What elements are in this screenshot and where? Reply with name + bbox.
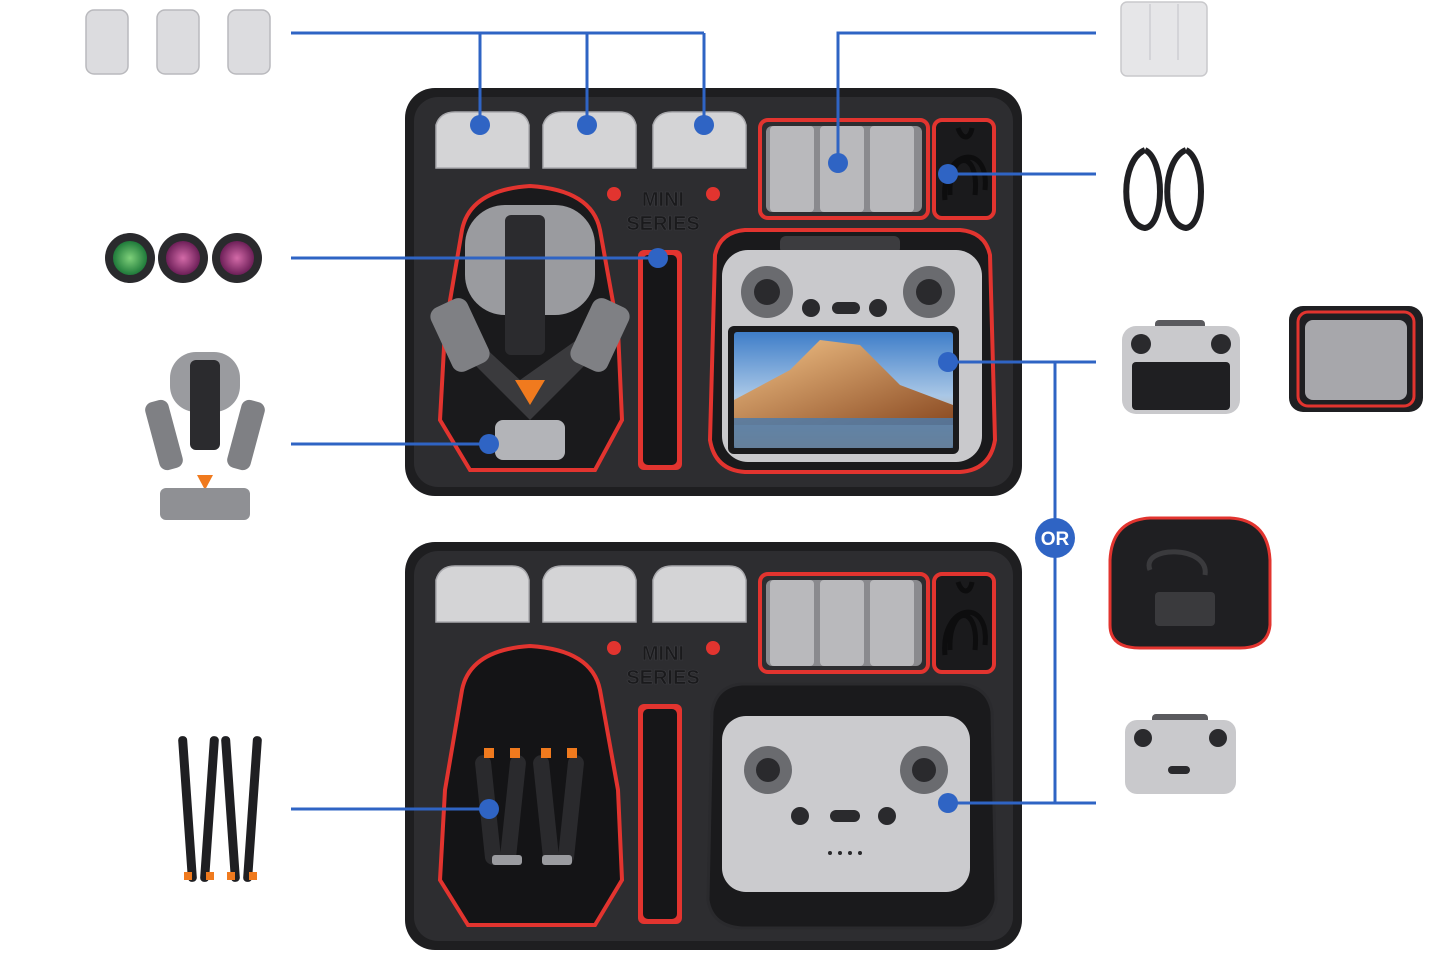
standalone-drone <box>145 352 265 520</box>
red-dot <box>607 641 621 655</box>
callout-dot <box>938 164 958 184</box>
case-battery <box>435 565 530 623</box>
standalone-shoulder-bag <box>1108 516 1272 650</box>
callout-dot <box>470 115 490 135</box>
standalone-charging-hub <box>1120 1 1208 77</box>
callout-dot <box>938 352 958 372</box>
callout-dot <box>648 248 668 268</box>
case-rc-controller <box>722 236 982 462</box>
callout-dot <box>694 115 714 135</box>
standalone-propellers <box>178 736 262 882</box>
red-dot <box>706 187 720 201</box>
standalone-batteries <box>85 9 271 75</box>
standalone-screen-hood <box>1289 306 1423 412</box>
case-charging-hub <box>758 572 930 674</box>
drone-cavity <box>437 643 625 927</box>
case-logo-line1: MINI <box>642 189 684 211</box>
callout-dot <box>828 153 848 173</box>
case-logo-line1: MINI <box>642 643 684 665</box>
callout-dot <box>479 434 499 454</box>
case-cable-pocket <box>932 572 996 674</box>
standalone-rc-n2-controller <box>1125 714 1236 794</box>
case-battery <box>652 111 747 169</box>
case-logo-line2: SERIES <box>626 667 699 689</box>
case-rc-n2-controller <box>722 716 970 892</box>
case-battery <box>435 111 530 169</box>
callout-dot <box>577 115 597 135</box>
callout-dots <box>470 115 958 819</box>
callout-dot <box>938 793 958 813</box>
case-battery-slots <box>435 565 747 623</box>
callout-dot <box>479 799 499 819</box>
case-propellers <box>475 748 584 865</box>
red-dot <box>607 187 621 201</box>
callout-lines <box>291 31 1096 811</box>
prop-slot <box>643 255 677 465</box>
standalone-rc-controller <box>1122 320 1240 414</box>
case-battery <box>542 565 637 623</box>
case-battery <box>652 565 747 623</box>
or-badge-label: OR <box>1041 529 1070 550</box>
bottom-case: MINI SERIES <box>405 542 1022 950</box>
standalone-cables <box>1123 147 1204 232</box>
case-logo-line2: SERIES <box>626 213 699 235</box>
red-dot <box>706 641 720 655</box>
case-drone <box>430 205 630 460</box>
case-battery <box>542 111 637 169</box>
case-battery-slots <box>435 111 747 169</box>
callout-charging-hub <box>836 31 1096 163</box>
case-cable-pocket <box>932 118 996 220</box>
top-case: MINI SERIES <box>405 88 1022 496</box>
standalone-nd-filters <box>105 233 262 283</box>
prop-slot <box>643 709 677 919</box>
or-badge: OR <box>1035 518 1075 558</box>
